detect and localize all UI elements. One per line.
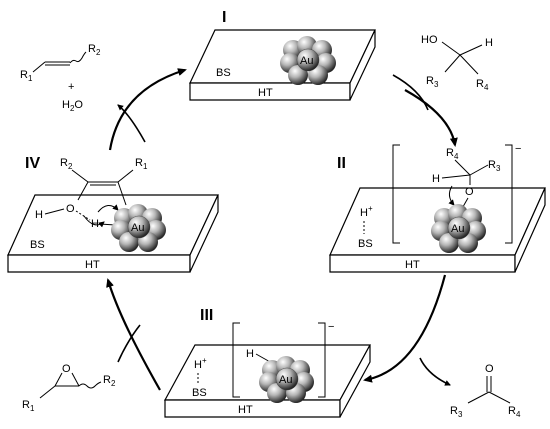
gold-label: Au: [300, 55, 313, 67]
support-label: HT: [405, 259, 420, 271]
water: H2O: [62, 99, 83, 113]
ketone-product: O R3 R4: [450, 363, 521, 419]
support-label: HT: [85, 259, 100, 271]
support-slab-side: [339, 344, 371, 418]
arrow-IV-to-I: [108, 68, 187, 151]
epoxide-in-arrow: [117, 324, 141, 363]
alcohol-oh: HO: [421, 34, 438, 46]
cycle-arrows: [106, 68, 458, 391]
support-slab-side: [349, 29, 376, 101]
ketone-r4: R4: [508, 405, 521, 419]
bracket-right: [505, 144, 513, 244]
gold-label: Au: [279, 374, 292, 386]
gold-cluster: Au: [431, 204, 486, 253]
alkoxide-o: O: [465, 186, 474, 198]
support-label: HT: [258, 87, 273, 99]
ketone-o: O: [485, 363, 494, 375]
epoxide-o: O: [62, 363, 71, 375]
epoxide-reagent: O R1 R2: [22, 363, 116, 413]
basic-site-label: BS: [30, 239, 45, 251]
branch-arrows: [117, 74, 451, 386]
alcohol-in-arrow: [392, 74, 429, 111]
bracket-left: [232, 322, 240, 398]
arrow-III-to-IV: [106, 278, 161, 391]
gold-label: Au: [131, 222, 144, 234]
alkoxide-r3: R3: [488, 159, 501, 173]
alkoxide-h: H: [432, 173, 440, 185]
proton-label: H+: [360, 204, 373, 219]
support-label: HT: [238, 404, 253, 416]
hydride-h: H: [246, 348, 254, 360]
stage-label-III: III: [200, 307, 213, 324]
adduct-h-left: H: [35, 209, 43, 221]
support-slab-side: [189, 194, 219, 273]
stage-label-I: I: [222, 9, 226, 26]
alkene-plus: +: [68, 81, 74, 93]
basic-site-label: BS: [216, 67, 231, 79]
gold-cluster: Au: [259, 356, 314, 403]
stage-I: I BS HT Au: [189, 9, 376, 101]
bracket-right: [318, 322, 326, 398]
adduct-r1: R1: [135, 157, 148, 171]
adduct-o: O: [66, 203, 75, 215]
epoxide-r2: R2: [103, 374, 116, 388]
alcohol-r3: R3: [426, 75, 439, 89]
basic-site-label: BS: [358, 238, 373, 250]
stage-III: III HT H+ BS − H Au: [163, 307, 372, 418]
arrow-I-to-II: [404, 89, 458, 147]
alcohol-r4: R4: [476, 78, 489, 92]
gold-cluster: Au: [111, 204, 166, 252]
alcohol-reagent: HO H R3 R4: [421, 34, 493, 92]
charge-minus: −: [328, 321, 334, 333]
stage-label-II: II: [337, 155, 346, 172]
alkene-r1: R1: [20, 69, 33, 83]
adduct-r2: R2: [60, 157, 73, 171]
bracket-left: [392, 144, 400, 244]
alkene-out-arrow: [117, 104, 146, 143]
arrow-II-to-III: [363, 274, 447, 383]
alkene-r2: R2: [88, 43, 101, 57]
stage-IV: IV BS HT R2 R1 H O H Au: [7, 155, 219, 273]
basic-site-label: BS: [192, 387, 207, 399]
stage-II: II HT H+ BS − R4 R3 H O Au: [329, 143, 546, 273]
adduct-h-mid: H: [91, 218, 99, 230]
charge-minus: −: [515, 143, 521, 155]
gold-label: Au: [451, 223, 464, 235]
alcohol-h: H: [485, 37, 493, 49]
gold-cluster: Au: [280, 36, 336, 85]
stage-label-IV: IV: [25, 155, 40, 172]
epoxide-r1: R1: [22, 399, 35, 413]
ketone-out-arrow: [419, 357, 451, 386]
support-slab-side: [514, 187, 546, 273]
alkoxide-r4: R4: [446, 147, 459, 161]
alkene-product: R1 R2 + H2O: [20, 43, 101, 113]
proton-label: H+: [194, 356, 207, 371]
support-slab-front: [329, 254, 516, 273]
ketone-r3: R3: [450, 405, 463, 419]
